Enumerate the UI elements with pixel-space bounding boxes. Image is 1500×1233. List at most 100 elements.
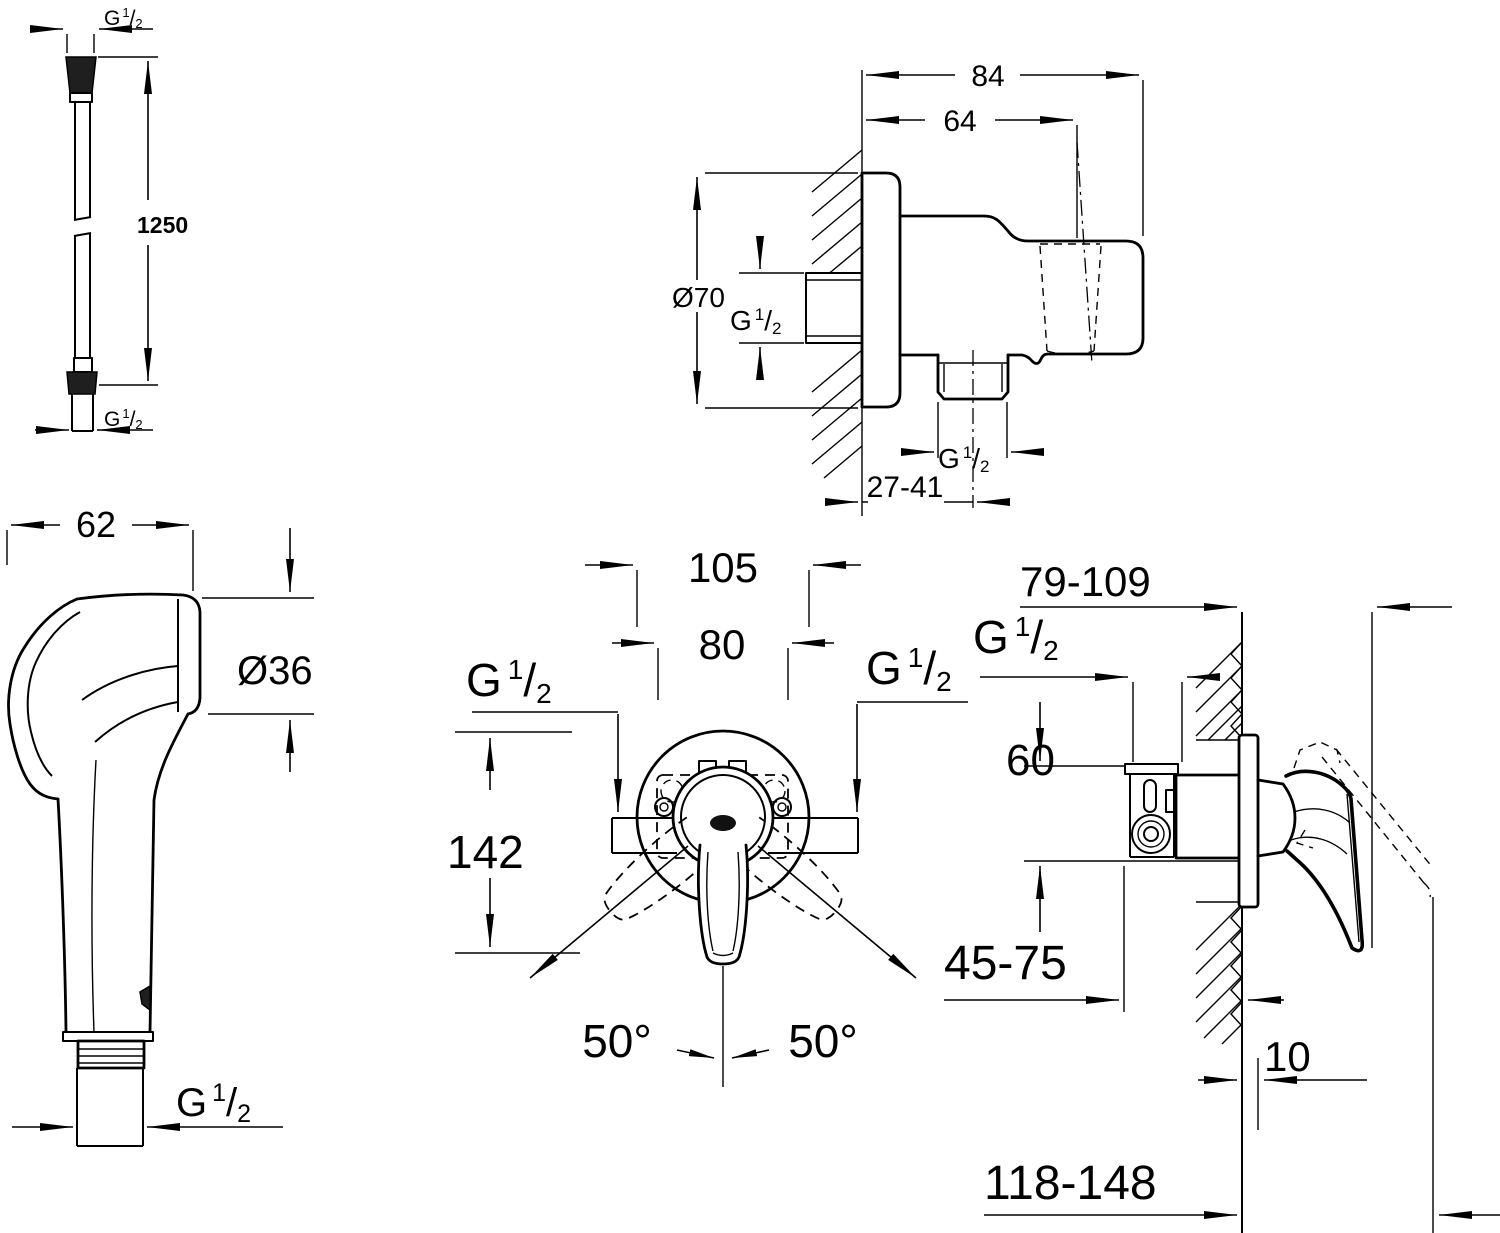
dim-label-reach-open: 118-148 [984,1157,1157,1210]
shower-head-top-and-face [75,592,202,716]
side-wall-hatch-upper [1195,641,1243,741]
head-diameter-extension-lines [202,597,314,715]
head-extension-lines [6,530,194,591]
holder-cone-axis [1076,141,1093,365]
side-wall-hatch-lower-zigzag [1230,905,1243,1027]
hose-outline [65,56,98,432]
inlet-extension-lines [739,272,804,344]
dim-label-hose-length: 1250 [137,212,188,238]
bleed-slot [1143,779,1157,813]
wall-holder-outline [805,141,1145,508]
dim-label-reach-closed: 79-109 [1020,558,1151,605]
union-body [1129,774,1175,858]
inlet-tube [76,1068,144,1147]
mixer-side-wall [1195,612,1243,1233]
dim-label-swing-left: 50° [582,1015,652,1067]
holder-body [898,214,1145,365]
cartridge-housing [1174,773,1242,860]
dim-label-front-plate-diameter: 105 [688,544,758,591]
union-top-flange [1124,763,1179,775]
side-lever-detail-lines [1290,793,1360,943]
holder-cone-hidden-lines [1039,243,1102,356]
connector-nut [76,1039,146,1070]
left-screw-center [659,802,669,812]
right-screw-center [777,802,787,812]
swing-line-right [757,845,917,979]
side-lever-outline [1284,769,1365,953]
inlet-port-threads [806,279,862,337]
side-thread-extensions [1132,682,1183,762]
lever-mask [698,845,748,964]
union-seal-inner [1143,826,1159,842]
side-cap-dome [1256,778,1297,858]
lever-hidden-right-position [603,816,717,921]
hose-length-extension-lines [98,56,158,386]
hose-top-collar [69,92,93,103]
outlet-spigot [936,353,1010,401]
trigger-lever-inner [26,611,81,777]
holder-escutcheon [860,171,902,409]
side-lever-hidden-check [1295,829,1314,849]
dim-label-body-height: 60 [1006,736,1055,785]
trigger-lever-outer [7,597,79,801]
dim-label-holder-offset: 64 [943,105,976,138]
mixer-side-body [1124,733,1434,953]
hose-bottom-tube [71,394,94,432]
hand-shower-outline [7,592,202,1147]
hose-bottom-ferrule [73,357,93,373]
hose-bottom-nut [66,371,98,395]
dim-label-box-width: 80 [699,621,746,668]
lever-inner-lines [706,851,740,957]
dim-label-plate-thickness: 10 [1264,1033,1311,1080]
hose-top-nut [65,56,97,94]
body-height-extensions [1024,765,1238,862]
dim-label-holder-width: 84 [971,60,1004,93]
angle-ref-arrow-right [731,1049,770,1059]
wall-hatching-lower [811,349,863,479]
inlet-port [805,272,863,344]
side-escutcheon-plate [1237,733,1260,909]
side-wall-hatch-lower [1195,901,1243,1045]
side-wall-hatch-upper-zigzag [1230,641,1243,739]
handle-clip-notch [139,984,151,1012]
outlet-extension-lines [937,402,1008,458]
wall-hatching-upper [811,149,863,282]
supply-pipe-stubs [611,817,859,854]
swing-line-left [529,845,689,979]
connector-nut-knurl [78,1048,144,1064]
head-contour-lines [81,665,179,743]
plate-dim-extensions [636,570,810,627]
dim-label-head-diameter: Ø36 [237,649,313,693]
angle-ref-arrow-left [676,1049,715,1059]
dim-label-swing-right: 50° [788,1015,858,1067]
side-lever-open-position-hidden [1293,741,1434,898]
dim-label-depth-range: 45-75 [944,937,1067,990]
plate-extension-lines [705,172,858,409]
lever-outline [697,843,749,966]
brand-logo-oval [710,815,736,831]
hose-top-extension-lines [66,34,95,53]
union-seal-mid [1137,820,1165,848]
hose-tube [73,102,92,358]
dim-label-plate-diameter: Ø70 [672,282,725,313]
dim-label-offset-range: 27-41 [867,471,944,504]
box-dim-extensions [657,648,789,700]
